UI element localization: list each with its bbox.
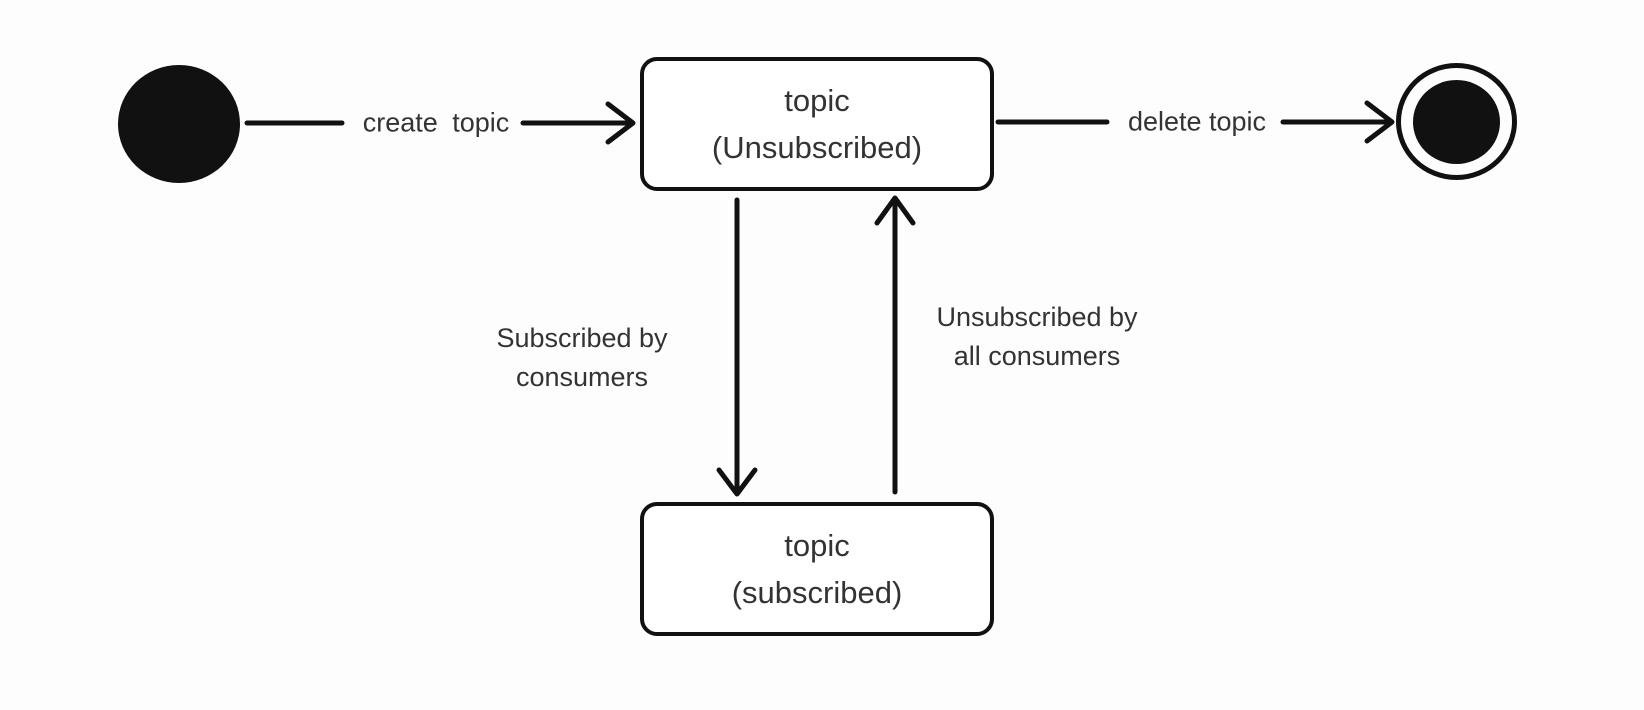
- arrowhead-up-icon: [874, 195, 916, 226]
- final-state-node: [1396, 63, 1517, 180]
- unsubscribe-arrow: [874, 195, 916, 495]
- delete-topic-arrow: [995, 100, 1395, 144]
- label-line-1: Unsubscribed by: [936, 302, 1138, 332]
- state-qualifier: (Unsubscribed): [711, 130, 923, 165]
- final-state-inner-dot: [1413, 79, 1500, 164]
- label-line-2: all consumers: [953, 341, 1121, 371]
- state-name: topic: [784, 83, 850, 118]
- label-line-2: consumers: [515, 362, 649, 392]
- arrowhead-right-icon: [605, 101, 636, 145]
- subscribe-arrow: [716, 197, 758, 497]
- state-qualifier: (subscribed): [731, 575, 903, 610]
- initial-state-node: [118, 65, 240, 183]
- create-topic-label: create topic: [362, 107, 510, 138]
- state-node-unsubscribed: topic (Unsubscribed): [640, 57, 994, 191]
- unsubscribed-by-all-consumers-label: Unsubscribed by all consumers: [936, 298, 1137, 376]
- state-node-subscribed: topic (subscribed): [640, 502, 994, 636]
- arrowhead-right-icon: [1364, 100, 1395, 144]
- arrowhead-down-icon: [716, 467, 758, 497]
- state-name: topic: [784, 528, 850, 563]
- label-line-1: Subscribed by: [496, 323, 668, 353]
- subscribed-by-consumers-label: Subscribed by consumers: [496, 319, 667, 397]
- create-topic-arrow: [244, 101, 636, 145]
- delete-topic-label: delete topic: [1127, 106, 1267, 137]
